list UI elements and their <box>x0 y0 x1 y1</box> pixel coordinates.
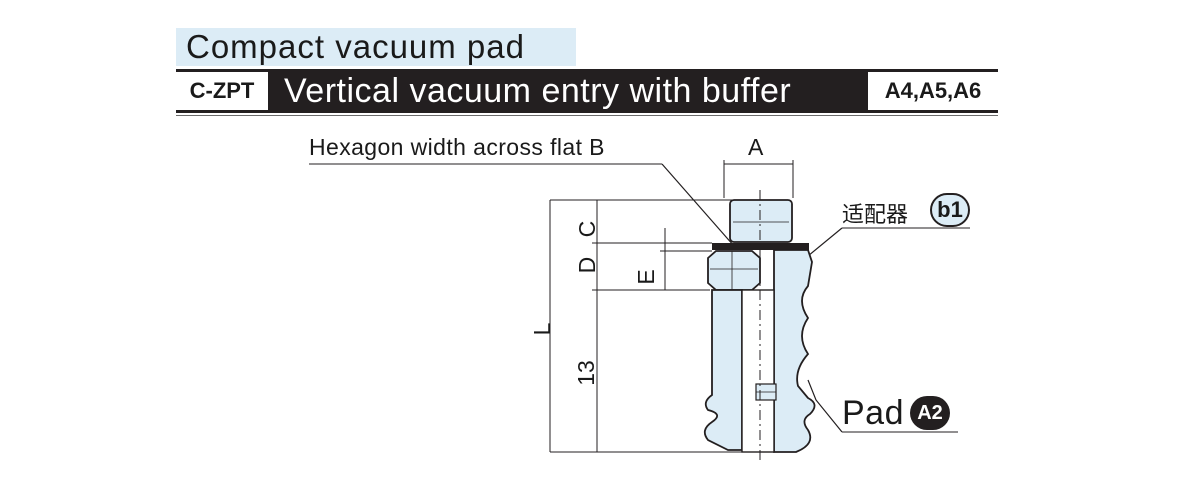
hex-nut <box>707 250 761 291</box>
dimension-13-label: 13 <box>573 360 599 386</box>
hex-width-label: Hexagon width across flat B <box>309 134 605 160</box>
dimension-a-label: A <box>748 134 764 160</box>
header-divider <box>176 115 998 116</box>
pad-code-badge: A2 <box>910 396 950 430</box>
variant-codes: A4,A5,A6 <box>868 72 998 110</box>
header-bar <box>176 69 998 113</box>
gasket-ring <box>712 243 809 250</box>
adapter-body <box>773 249 816 453</box>
dimension-e-label: E <box>633 269 659 285</box>
model-code: C-ZPT <box>176 72 268 110</box>
adapter-label: 适配器 <box>842 202 909 227</box>
pad-body-left <box>703 289 743 451</box>
pad-leader-line <box>807 379 843 433</box>
dimension-c-label: C <box>574 220 600 238</box>
thread-fitting <box>729 199 793 243</box>
adapter-leader-line <box>807 227 843 257</box>
center-bore <box>741 289 775 453</box>
dimension-d-label: D <box>574 256 600 274</box>
adapter-code-badge: b1 <box>930 193 970 227</box>
header-title: Vertical vacuum entry with buffer <box>284 72 792 110</box>
hex-leader-line <box>661 163 735 247</box>
series-title: Compact vacuum pad <box>176 28 576 66</box>
pad-label: Pad <box>842 394 904 432</box>
dimension-l-label: L <box>529 322 555 336</box>
